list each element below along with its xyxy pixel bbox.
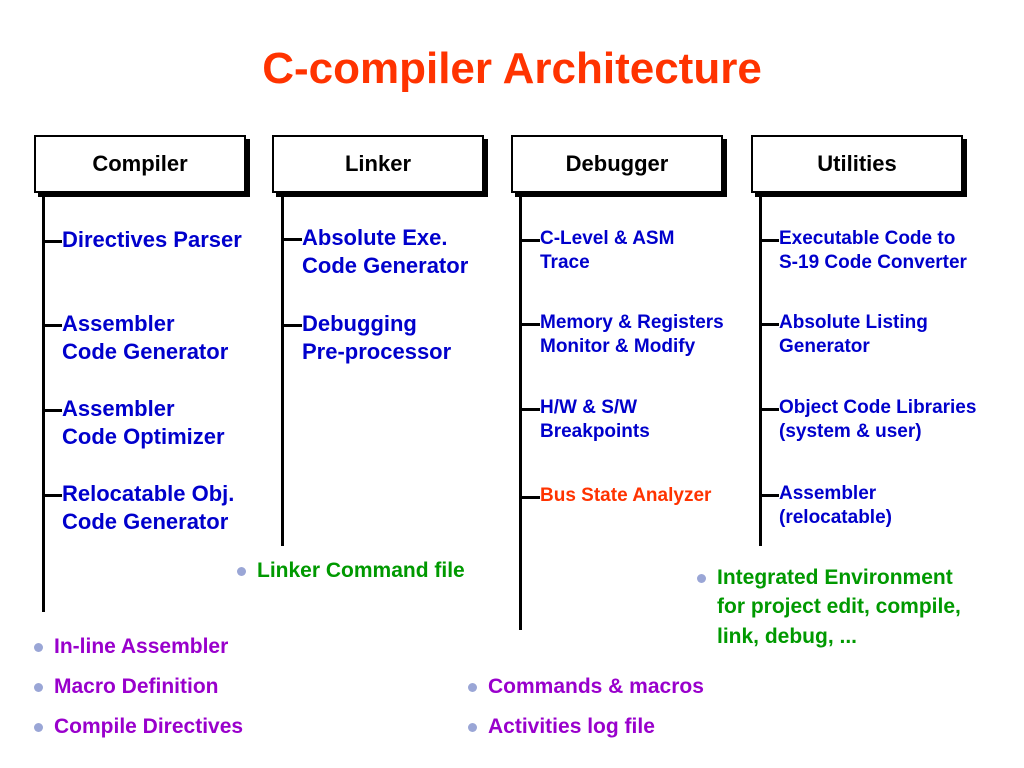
utilities-component: Object Code Libraries (system & user) <box>779 396 976 445</box>
compiler-component-line: Code Generator <box>62 339 229 365</box>
utilities-note-line: link, debug, ... <box>717 624 858 648</box>
utilities-note-bullet-icon <box>697 574 706 583</box>
debugger-item-tick <box>521 239 540 242</box>
utilities-component-line: (system & user) <box>779 421 922 443</box>
debugger-note: Commands & macros <box>488 675 704 698</box>
linker-component-line: Debugging <box>302 311 417 336</box>
utilities-component: Executable Code to S-19 Code Converter <box>779 227 967 276</box>
compiler-note: Macro Definition <box>54 675 219 698</box>
compiler-note-bullet-icon <box>34 683 43 692</box>
debugger-component: H/W & S/W Breakpoints <box>540 396 650 445</box>
linker-component: Absolute Exe. Code Generator <box>302 224 468 280</box>
compiler-component: Relocatable Obj. Code Generator <box>62 480 234 536</box>
debugger-connector-line <box>519 193 522 630</box>
debugger-component-line: Trace <box>540 252 590 274</box>
debugger-note: Activities log file <box>488 715 655 738</box>
linker-component-line: Code Generator <box>302 253 469 279</box>
debugger-note-bullet-icon <box>468 723 477 732</box>
compiler-item-tick <box>44 324 62 327</box>
linker-component-line: Pre-processor <box>302 339 452 365</box>
compiler-component-line: Code Optimizer <box>62 424 225 450</box>
page-title: C-compiler Architecture <box>262 44 762 93</box>
utilities-item-tick <box>761 323 779 326</box>
utilities-item-tick <box>761 408 779 411</box>
utilities-component-line: Assembler <box>779 483 877 504</box>
debugger-component-line: Bus State Analyzer <box>540 485 712 506</box>
linker-item-tick <box>283 238 302 241</box>
debugger-header-box: Debugger <box>511 135 723 193</box>
compiler-note-bullet-icon <box>34 643 43 652</box>
compiler-component-line: Assembler <box>62 311 175 336</box>
debugger-item-tick <box>521 323 540 326</box>
utilities-note: Integrated Environment for project edit, … <box>717 563 961 651</box>
debugger-component-line: Memory & Registers <box>540 312 724 333</box>
compiler-connector-line <box>42 193 45 612</box>
utilities-item-tick <box>761 494 779 497</box>
utilities-item-tick <box>761 239 779 242</box>
debugger-note-bullet-icon <box>468 683 477 692</box>
debugger-component-line: H/W & S/W <box>540 397 638 418</box>
compiler-header-box: Compiler <box>34 135 246 193</box>
utilities-component-line: S-19 Code Converter <box>779 252 967 274</box>
utilities-component-line: Absolute Listing <box>779 312 928 333</box>
debugger-component-line: Monitor & Modify <box>540 336 696 358</box>
compiler-component-line: Assembler <box>62 396 175 421</box>
debugger-component: Bus State Analyzer <box>540 484 711 508</box>
linker-component-line: Absolute Exe. <box>302 225 448 250</box>
utilities-component-line: (relocatable) <box>779 507 892 529</box>
linker-header-box: Linker <box>272 135 484 193</box>
compiler-note: Compile Directives <box>54 715 244 738</box>
linker-note-bullet-icon <box>237 567 246 576</box>
utilities-component-line: Executable Code to <box>779 228 956 249</box>
linker-note: Linker Command file <box>257 559 465 582</box>
debugger-item-tick <box>521 496 540 499</box>
utilities-component-line: Object Code Libraries <box>779 397 977 418</box>
utilities-component-line: Generator <box>779 336 870 358</box>
compiler-item-tick <box>44 409 62 412</box>
compiler-component-line: Relocatable Obj. <box>62 481 235 506</box>
debugger-component-line: Breakpoints <box>540 421 650 443</box>
compiler-item-tick <box>44 494 62 497</box>
compiler-item-tick <box>44 240 62 243</box>
compiler-component: Directives Parser <box>62 226 242 254</box>
utilities-connector-line <box>759 193 762 546</box>
utilities-header-box: Utilities <box>751 135 963 193</box>
compiler-component-line: Directives Parser <box>62 227 242 252</box>
debugger-item-tick <box>521 408 540 411</box>
compiler-note: In-line Assembler <box>54 635 229 658</box>
compiler-component-line: Code Generator <box>62 509 229 535</box>
linker-item-tick <box>283 324 302 327</box>
linker-connector-line <box>281 193 284 546</box>
debugger-component-line: C-Level & ASM <box>540 228 675 249</box>
debugger-component: C-Level & ASM Trace <box>540 227 674 276</box>
utilities-note-line: for project edit, compile, <box>717 595 961 619</box>
compiler-note-bullet-icon <box>34 723 43 732</box>
utilities-note-line: Integrated Environment <box>717 566 953 589</box>
utilities-component: Assembler (relocatable) <box>779 482 892 531</box>
